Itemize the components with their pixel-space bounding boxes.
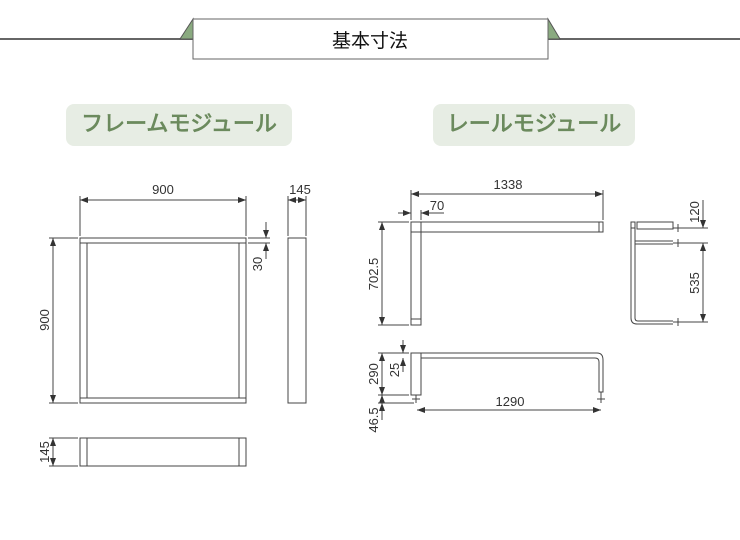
frame-width-label: 900 bbox=[152, 182, 174, 197]
rail-height-label: 702.5 bbox=[366, 258, 381, 291]
frame-module-label: フレームモジュール bbox=[66, 104, 292, 146]
rail-front-view bbox=[410, 352, 605, 403]
rail-module-label: レールモジュール bbox=[433, 104, 635, 146]
frame-front-view bbox=[79, 237, 247, 404]
rail-top-view bbox=[410, 221, 604, 326]
rail-top-gap-label: 120 bbox=[687, 201, 702, 223]
rail-foot-label: 46.5 bbox=[366, 407, 381, 432]
rail-side-span-label: 535 bbox=[687, 272, 702, 294]
rail-front-height-label: 290 bbox=[366, 363, 381, 385]
rail-post-width-label: 70 bbox=[430, 198, 444, 213]
rail-length-label: 1338 bbox=[494, 177, 523, 192]
frame-height-label: 900 bbox=[37, 309, 52, 331]
rail-side-view bbox=[630, 221, 683, 326]
page-title: 基本寸法 bbox=[332, 30, 408, 52]
frame-side-view bbox=[287, 237, 307, 404]
frame-bottom-depth-label: 145 bbox=[37, 441, 52, 463]
rail-leg-span-label: 1290 bbox=[496, 394, 525, 409]
frame-bottom-view bbox=[79, 437, 247, 467]
rail-thickness-label: 25 bbox=[387, 363, 402, 377]
frame-depth-label: 145 bbox=[289, 182, 311, 197]
frame-bar-label: 30 bbox=[250, 257, 265, 271]
title-banner: 基本寸法 bbox=[0, 17, 740, 60]
